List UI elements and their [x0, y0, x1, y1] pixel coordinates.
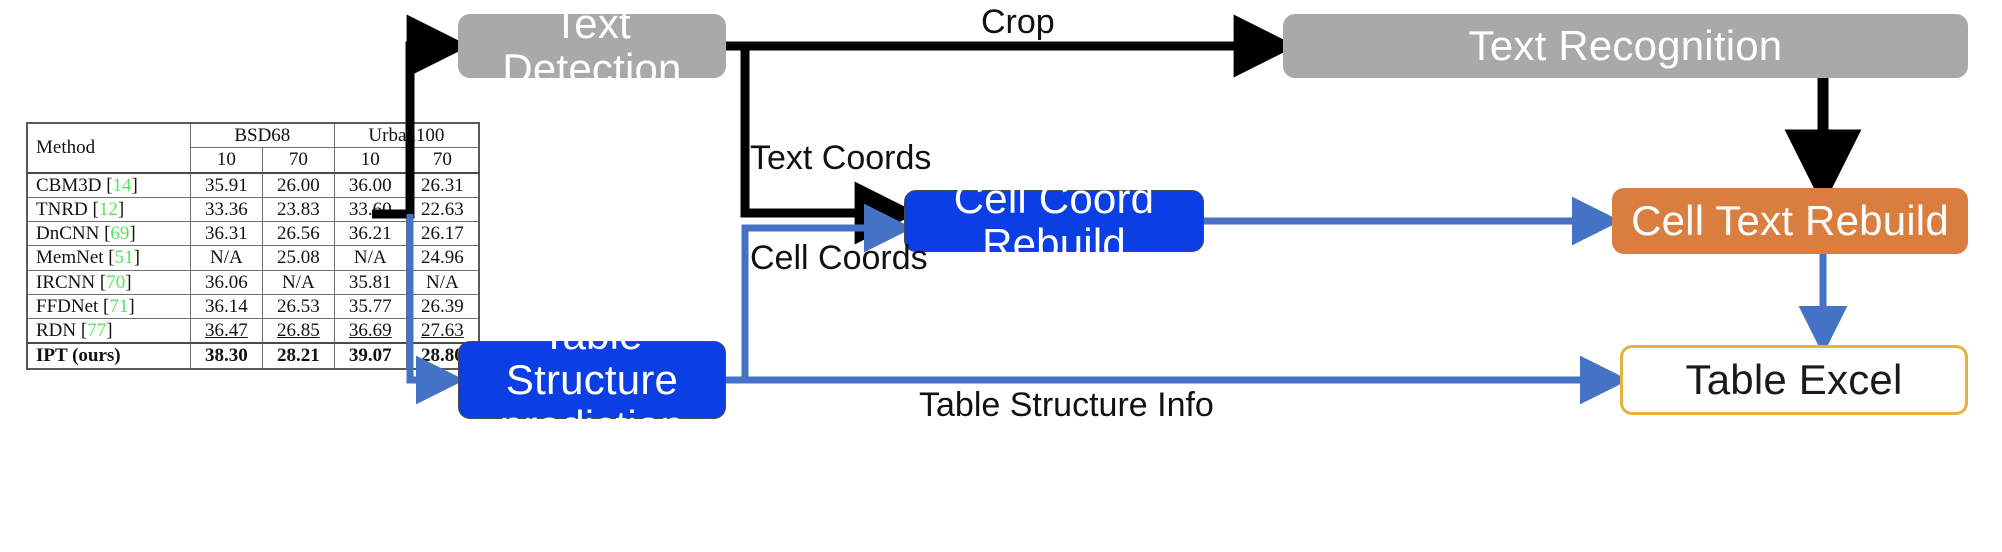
table-citation-ref: 71	[109, 295, 129, 317]
table-cell-value: 35.91	[189, 171, 263, 198]
table-cell-value: 35.77	[333, 293, 407, 320]
table-cell-value: N/A	[333, 245, 407, 271]
table-header-method: Method	[26, 122, 191, 174]
edge-label-cell-coords: Cell Coords	[750, 239, 928, 277]
node-cell-text-rebuild-label: Cell Text Rebuild	[1631, 197, 1949, 245]
table-subheader: 10	[333, 147, 407, 174]
table-cell-value: 33.60	[333, 196, 407, 223]
table-cell-value: N/A	[261, 269, 335, 295]
table-cell-method: FFDNet [71]	[26, 293, 191, 320]
table-cell-value: 36.14	[189, 293, 263, 320]
table-cell-value: 36.00	[333, 171, 407, 198]
node-text-detection[interactable]: Text Detection	[458, 1, 726, 91]
table-cell-value: 26.56	[261, 221, 335, 247]
table-citation-ref: 69	[110, 223, 130, 245]
node-table-excel-label: Table Excel	[1685, 356, 1903, 404]
table-cell-value: 28.21	[261, 342, 335, 370]
table-cell-value: N/A	[405, 269, 480, 295]
table-cell-method: RDN [77]	[26, 318, 191, 344]
table-cell-method: IPT (ours)	[26, 342, 191, 370]
table-cell-value: 26.17	[405, 221, 480, 247]
table-cell-underlined: 36.69	[348, 320, 392, 342]
table-cell-value: 36.21	[333, 221, 407, 247]
table-cell-underlined: 26.85	[276, 320, 320, 342]
table-cell-value: 26.53	[261, 293, 335, 320]
table-row: RDN [77] 36.47 26.85 36.69 27.63	[26, 318, 480, 344]
node-table-structure-prediction[interactable]: Table Structure prediction	[458, 312, 726, 448]
table-cell-method: DnCNN [69]	[26, 221, 191, 247]
table-cell-value: 38.30	[189, 342, 263, 370]
table-cell-method: IRCNN [70]	[26, 269, 191, 295]
node-cell-text-rebuild[interactable]: Cell Text Rebuild	[1612, 188, 1968, 254]
table-citation-ref: 51	[114, 247, 134, 269]
table-cell-method: TNRD [12]	[26, 196, 191, 223]
table-cell-value: 26.85	[261, 318, 335, 344]
node-cell-coord-rebuild-label: Cell Coord Rebuild	[953, 174, 1155, 267]
node-text-recognition-label: Text Recognition	[1468, 22, 1783, 70]
edge-text-coords	[740, 46, 918, 245]
table-cell-value: 25.08	[261, 245, 335, 271]
table-cell-value: 24.96	[405, 245, 480, 271]
node-table-excel[interactable]: Table Excel	[1620, 345, 1968, 415]
table-cell-value: 33.36	[189, 196, 263, 223]
table-cell-underlined: 27.63	[421, 320, 464, 342]
node-text-detection-label: Text Detection	[502, 0, 682, 92]
node-table-structure-prediction-line1: Table Structure	[505, 310, 679, 404]
table-cell-value: 36.31	[189, 221, 263, 247]
table-cell-value: 36.06	[189, 269, 263, 295]
table-cell-value: 22.63	[405, 196, 480, 223]
table-citation-ref: 14	[112, 174, 132, 196]
table-cell-value: 26.31	[405, 171, 480, 198]
table-subheader: 10	[189, 147, 263, 174]
table-header-group: Urban100	[333, 122, 480, 149]
table-subheader: 70	[261, 147, 335, 174]
table-header-group: BSD68	[189, 122, 335, 149]
table-cell-underlined: 36.47	[204, 320, 248, 342]
table-subheader: 70	[405, 147, 480, 174]
node-table-structure-prediction-line2: prediction	[499, 401, 685, 449]
node-cell-coord-rebuild[interactable]: Cell Coord Rebuild	[904, 176, 1204, 266]
edge-label-table-structure-info: Table Structure Info	[919, 386, 1214, 424]
edge-label-crop: Crop	[981, 3, 1055, 41]
table-cell-value: 36.47	[189, 318, 263, 344]
table-citation-ref: 77	[87, 320, 107, 342]
table-cell-value: 35.81	[333, 269, 407, 295]
node-text-recognition[interactable]: Text Recognition	[1283, 14, 1968, 78]
edge-label-text-coords: Text Coords	[750, 139, 932, 177]
table-cell-value: 23.83	[261, 196, 335, 223]
table-cell-value: 26.00	[261, 171, 335, 198]
table-cell-method: MemNet [51]	[26, 245, 191, 271]
table-cell-value: 36.69	[333, 318, 407, 344]
table-cell-value: N/A	[189, 245, 263, 271]
table-cell-value: 39.07	[333, 342, 407, 370]
table-citation-ref: 12	[98, 198, 118, 220]
table-citation-ref: 70	[106, 271, 126, 293]
table-cell-method: CBM3D [14]	[26, 171, 191, 198]
